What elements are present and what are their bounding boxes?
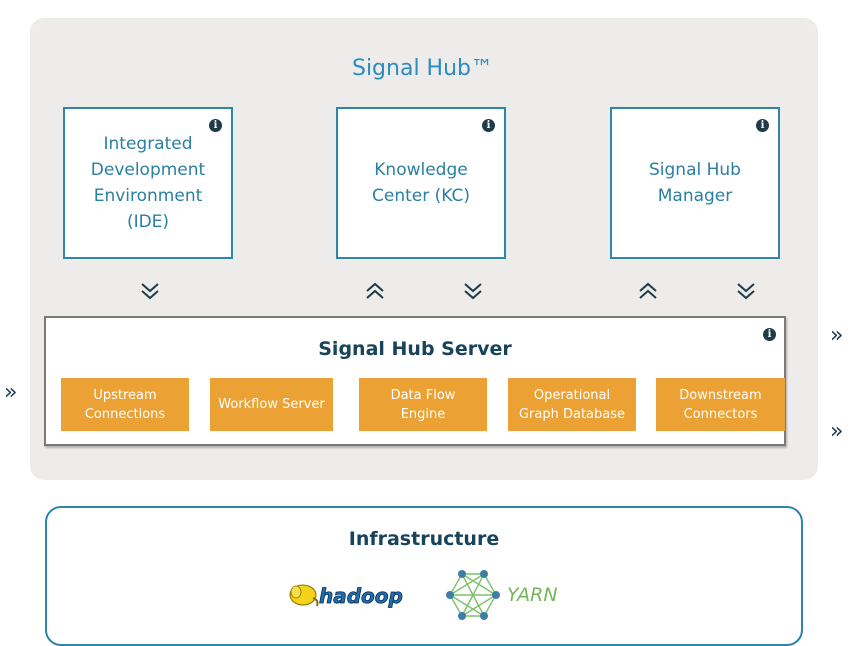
- info-icon[interactable]: i: [482, 119, 495, 132]
- component-ide-label: Integrated Development Environment (IDE): [90, 134, 206, 232]
- component-knowledge-center[interactable]: Knowledge Center (KC) i: [336, 107, 506, 259]
- module-label: Data Flow: [390, 387, 456, 403]
- module-label: Engine: [400, 406, 446, 422]
- yarn-wordmark: YARN: [507, 584, 558, 606]
- double-chevron-down-icon: [141, 283, 159, 300]
- module-workflow-server[interactable]: Workflow Server: [210, 378, 333, 431]
- info-icon[interactable]: i: [756, 119, 769, 132]
- component-ide[interactable]: Integrated Development Environment (IDE)…: [63, 107, 233, 259]
- infrastructure-title: Infrastructure: [348, 528, 500, 550]
- module-label: Upstream: [93, 387, 157, 403]
- info-icon[interactable]: i: [209, 119, 222, 132]
- double-chevron-down-icon: [464, 283, 482, 300]
- double-chevron-up-icon: [366, 282, 384, 299]
- double-chevron-up-icon: [639, 282, 657, 299]
- component-manager-label: Signal Hub Manager: [649, 160, 741, 206]
- module-label: Connections: [84, 406, 166, 422]
- yarn-graph-icon: [446, 570, 500, 620]
- hadoop-logo: hadoop: [289, 584, 403, 608]
- inbound-arrow-icon: »: [4, 380, 18, 405]
- infrastructure-box: Infrastructure hadoop YARN: [45, 506, 803, 646]
- info-icon[interactable]: i: [763, 328, 776, 341]
- outbound-arrow-icon: »: [830, 419, 844, 444]
- module-label: Downstream: [679, 387, 762, 403]
- hadoop-wordmark: hadoop: [319, 584, 403, 608]
- module-label: Connectors: [683, 406, 758, 422]
- outbound-arrow-icon: »: [830, 323, 844, 348]
- module-label: Graph Database: [518, 406, 626, 422]
- component-kc-label: Knowledge Center (KC): [372, 160, 470, 206]
- signal-hub-title: Signal Hub™: [351, 56, 494, 81]
- double-chevron-down-icon: [737, 283, 755, 300]
- yarn-logo: YARN: [445, 570, 565, 620]
- module-label: Operational: [533, 387, 611, 403]
- component-signal-hub-manager[interactable]: Signal Hub Manager i: [610, 107, 780, 259]
- server-title: Signal Hub Server: [318, 338, 512, 360]
- module-label: Workflow Server: [218, 397, 325, 412]
